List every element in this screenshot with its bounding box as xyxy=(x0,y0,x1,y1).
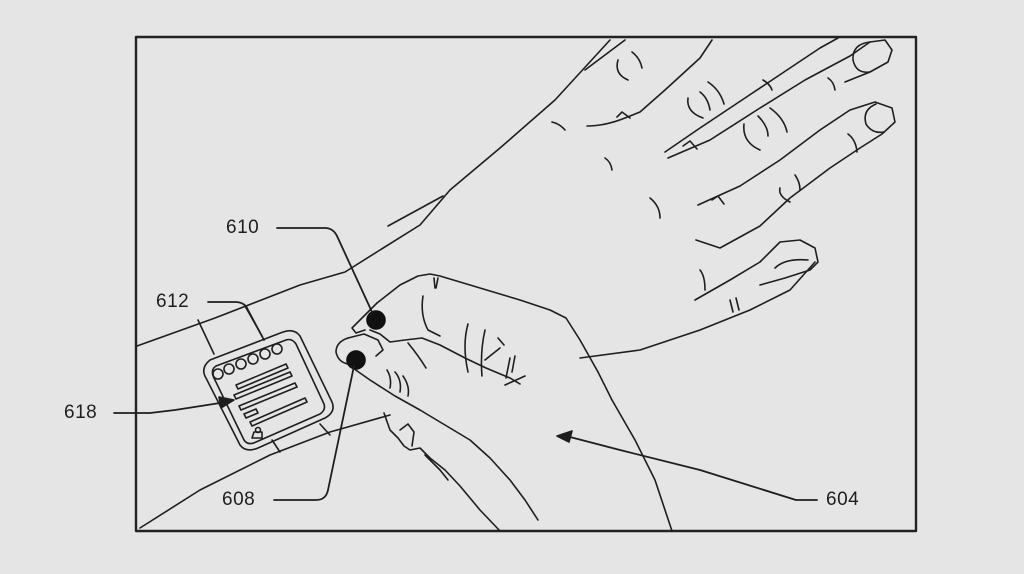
figure-frame xyxy=(134,35,918,533)
arrowhead-604 xyxy=(556,430,573,443)
leader-line-612 xyxy=(207,301,265,341)
wearing-arm xyxy=(136,37,896,529)
smartwatch xyxy=(197,305,334,453)
thumb-tip-contact-marker xyxy=(346,350,366,370)
reference-label-608: 608 xyxy=(222,489,256,510)
leader-line-618 xyxy=(113,402,221,414)
leader-line-608 xyxy=(273,365,355,501)
reference-label-604: 604 xyxy=(826,489,860,510)
leader-line-604 xyxy=(569,436,818,501)
index-fingertip-contact-marker xyxy=(366,310,386,330)
reference-label-610: 610 xyxy=(226,217,260,238)
reference-label-618: 618 xyxy=(64,402,98,423)
leader-line-610 xyxy=(276,227,373,313)
reference-label-612: 612 xyxy=(156,291,190,312)
gesturing-hand xyxy=(335,273,673,532)
arrowhead-618 xyxy=(218,396,235,409)
